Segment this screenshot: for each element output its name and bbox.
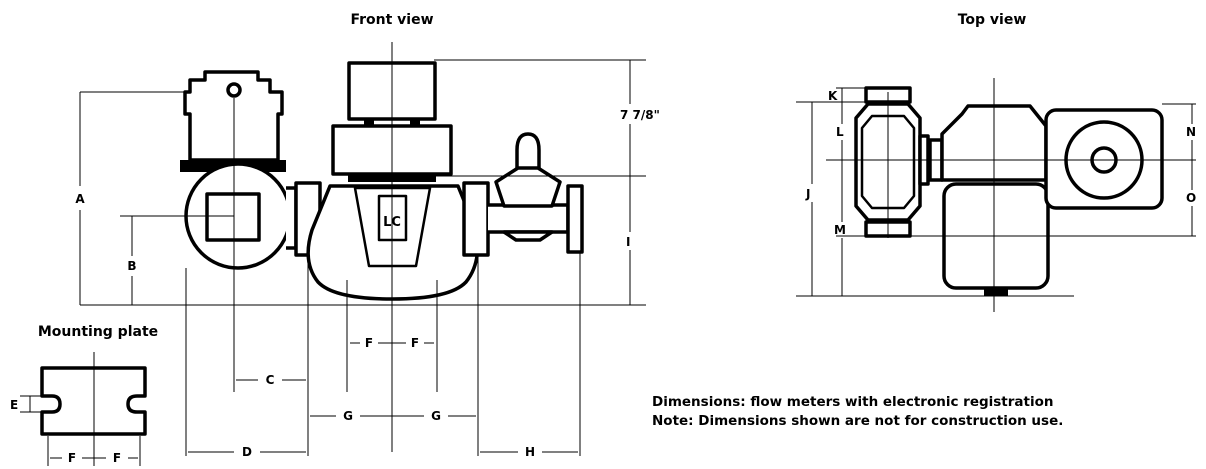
dim-label-f-front-left: F (365, 336, 373, 350)
valve-cap (515, 132, 541, 168)
dim-label-d: D (242, 445, 252, 459)
motor-foot-left (364, 119, 374, 125)
dim-label-height: 7 7/8" (620, 108, 660, 122)
dim-label-e: E (10, 398, 18, 412)
dim-label-f-plate-left: F (68, 451, 76, 465)
right-flange (462, 181, 490, 257)
left-square-window (205, 192, 261, 242)
top-strainer-inner (860, 114, 916, 210)
top-view: J K L M N O (796, 78, 1196, 312)
dim-label-i: I (626, 235, 630, 249)
right-pipe (488, 203, 570, 234)
dim-label-g-right: G (431, 409, 441, 423)
valve-bonnet (494, 166, 562, 208)
valve-bottom (502, 230, 554, 242)
mounting-plate-title: Mounting plate (38, 324, 158, 340)
mounting-plate: E F F (10, 352, 147, 466)
note-line-2: Note: Dimensions shown are not for const… (652, 413, 1063, 429)
dim-label-j: J (805, 187, 810, 201)
mounting-plate-outline (40, 366, 147, 436)
dim-label-m: M (834, 223, 846, 237)
dim-label-c: C (266, 373, 275, 387)
motor-foot-right (410, 119, 420, 125)
note-line-1: Dimensions: flow meters with electronic … (652, 394, 1054, 410)
top-motor-box (1044, 108, 1164, 210)
top-lower-foot (984, 288, 1008, 296)
dim-label-k: K (828, 89, 838, 103)
dim-label-l: L (836, 125, 844, 139)
dim-label-g-left: G (343, 409, 353, 423)
dim-label-o: O (1186, 191, 1196, 205)
dim-label-h: H (525, 445, 535, 459)
dim-label-a: A (75, 192, 85, 206)
dim-label-f-plate-right: F (113, 451, 121, 465)
dim-label-f-front-right: F (411, 336, 419, 350)
end-flange (566, 184, 584, 254)
register-knob (226, 82, 242, 98)
front-view: LC A B 7 7/8" (75, 42, 660, 459)
front-view-title: Front view (350, 12, 433, 28)
dim-label-b: B (127, 259, 136, 273)
dim-label-n: N (1186, 125, 1196, 139)
top-view-title: Top view (958, 12, 1027, 28)
